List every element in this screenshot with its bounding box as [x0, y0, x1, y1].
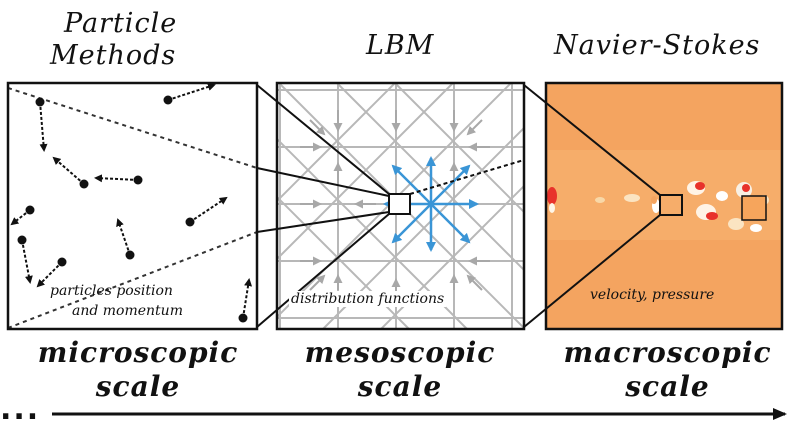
ns-caption: velocity, pressure: [590, 287, 715, 303]
particles: [10, 83, 253, 319]
d2q9-arrows: [383, 156, 479, 252]
lbm-zoom-box: [388, 193, 411, 215]
micro-scale-line2: scale: [95, 370, 181, 403]
zoom-cone-upper-dashed: [8, 87, 257, 169]
navier-stokes-title: Navier-Stokes: [554, 30, 761, 61]
particle-caption-line2: and momentum: [72, 303, 183, 319]
particle-methods-title-line1: Particle: [64, 8, 178, 39]
meso-scale-line2: scale: [357, 370, 443, 403]
ns-zoom-box: [659, 194, 683, 216]
particle-methods-title-line2: Methods: [50, 40, 177, 71]
axis-ellipsis: ...: [0, 392, 41, 427]
macro-scale-line1: macroscopic: [563, 336, 772, 369]
cylinder-obstacle: [741, 195, 767, 221]
meso-scale-line1: mesoscopic: [304, 336, 496, 369]
macro-scale-line2: scale: [625, 370, 710, 403]
zoom-connectors: [256, 84, 661, 328]
lbm-title: LBM: [366, 30, 435, 61]
micro-scale-line1: microscopic: [37, 336, 239, 369]
navier-stokes-panel: [544, 81, 784, 331]
particle-caption-line1: particles position: [50, 283, 173, 299]
particle-dots: [17, 95, 248, 323]
particle-panel: [6, 81, 259, 331]
lbm-caption: distribution functions: [289, 291, 447, 307]
lbm-panel: [275, 81, 526, 331]
